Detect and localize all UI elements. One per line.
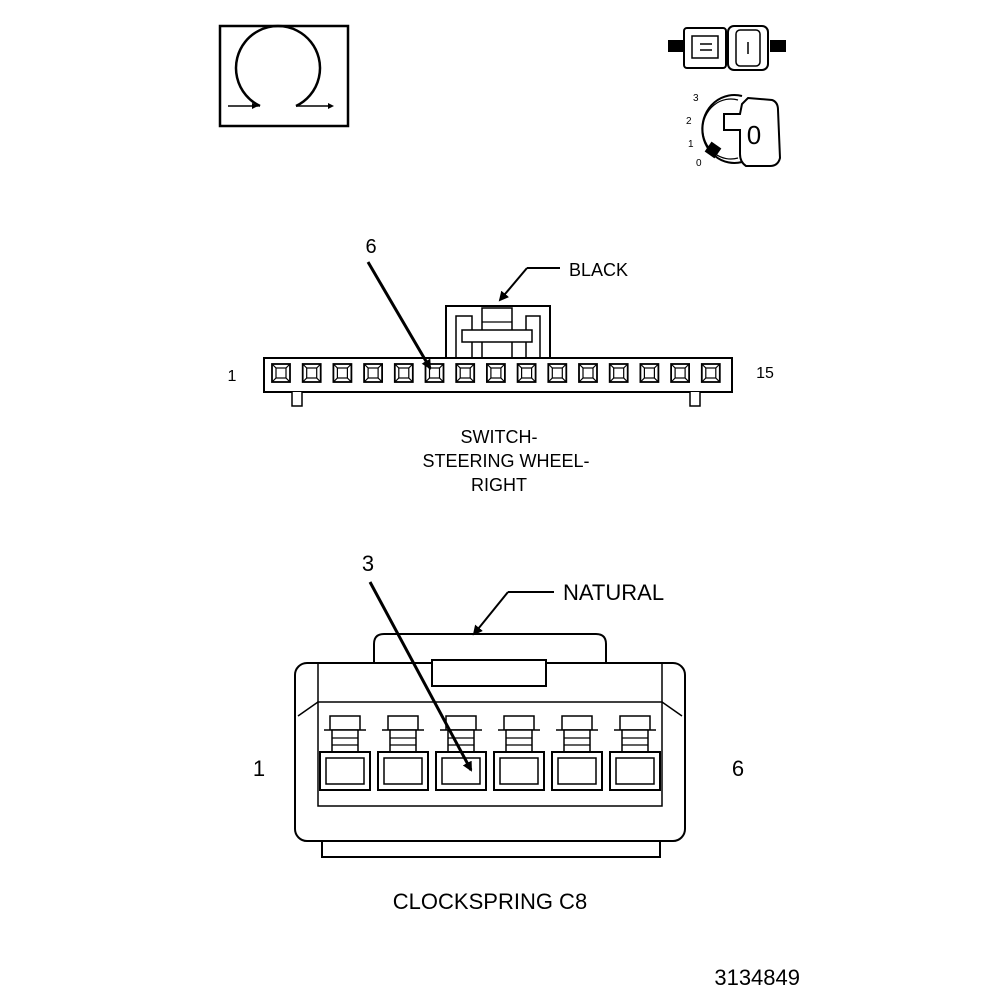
bottom-connector-pin-5 (551, 715, 603, 791)
bottom-connector-left-pin-label: 1 (253, 756, 265, 781)
bottom-connector-pin-3 (435, 715, 487, 791)
bottom-connector-pin-4 (493, 715, 545, 791)
top-connector-pin-4 (363, 363, 384, 383)
top-connector-title-line-2: STEERING WHEEL- (422, 451, 589, 471)
clockspring-symbol-icon (218, 24, 350, 128)
bottom-callout-pin-number: 3 (362, 551, 374, 576)
ignition-position-3: 3 (693, 93, 699, 104)
bottom-callout-arrow (368, 581, 473, 772)
bottom-connector-pin-2 (377, 715, 429, 791)
top-connector-pin-8 (485, 363, 506, 383)
top-connector-pin-10 (547, 363, 568, 383)
top-connector-right-pin-label: 15 (756, 365, 774, 382)
bottom-connector-pin-1 (319, 715, 371, 791)
ignition-position-1: 1 (688, 139, 694, 150)
bottom-connector-color-label: NATURAL (563, 580, 664, 605)
ignition-key-label: 0 (747, 120, 761, 150)
top-connector-pin-2 (301, 363, 322, 383)
top-connector-pin-9 (516, 363, 537, 383)
clockspring-c8-connector: 1 6 3 NATURAL CLOCKSPRING C8 (253, 551, 744, 914)
top-connector-left-pin-label: 1 (228, 368, 237, 385)
top-color-leader (498, 267, 560, 302)
connector-pin-cavities (271, 363, 721, 383)
top-callout-arrow (366, 261, 432, 370)
top-connector-pin-5 (393, 363, 414, 383)
top-connector-pin-15 (700, 363, 721, 383)
top-connector-pin-12 (608, 363, 629, 383)
top-connector-pin-11 (578, 363, 598, 383)
bottom-connector-title: CLOCKSPRING C8 (393, 889, 587, 914)
connector-side-view-icon (668, 25, 786, 71)
bottom-connector-right-pin-label: 6 (732, 756, 744, 781)
ignition-position-0: 0 (696, 158, 702, 169)
top-connector-color-label: BLACK (569, 260, 628, 280)
steering-wheel-switch-connector: 1 15 6 BLACK SWITCH- STEERING WHEEL- RIG… (228, 236, 774, 495)
connector-terminal-cavities (319, 715, 661, 791)
top-connector-pin-7 (455, 363, 476, 383)
top-connector-pin-14 (670, 363, 690, 383)
connector-key-slot (431, 659, 547, 687)
top-callout-pin-number: 6 (365, 236, 376, 258)
bottom-connector-pin-6 (609, 715, 661, 791)
bottom-color-leader (472, 591, 554, 636)
ignition-key-icon: 0 3 2 1 0 (686, 93, 782, 169)
connector-latch (445, 305, 551, 359)
figure-number: 3134849 (714, 965, 800, 990)
top-connector-pin-13 (639, 363, 660, 383)
ignition-position-2: 2 (686, 116, 692, 127)
top-connector-pin-3 (332, 363, 353, 383)
top-connector-title-line-1: SWITCH- (461, 427, 538, 447)
top-connector-pin-1 (271, 363, 291, 383)
top-connector-title-line-3: RIGHT (471, 475, 527, 495)
